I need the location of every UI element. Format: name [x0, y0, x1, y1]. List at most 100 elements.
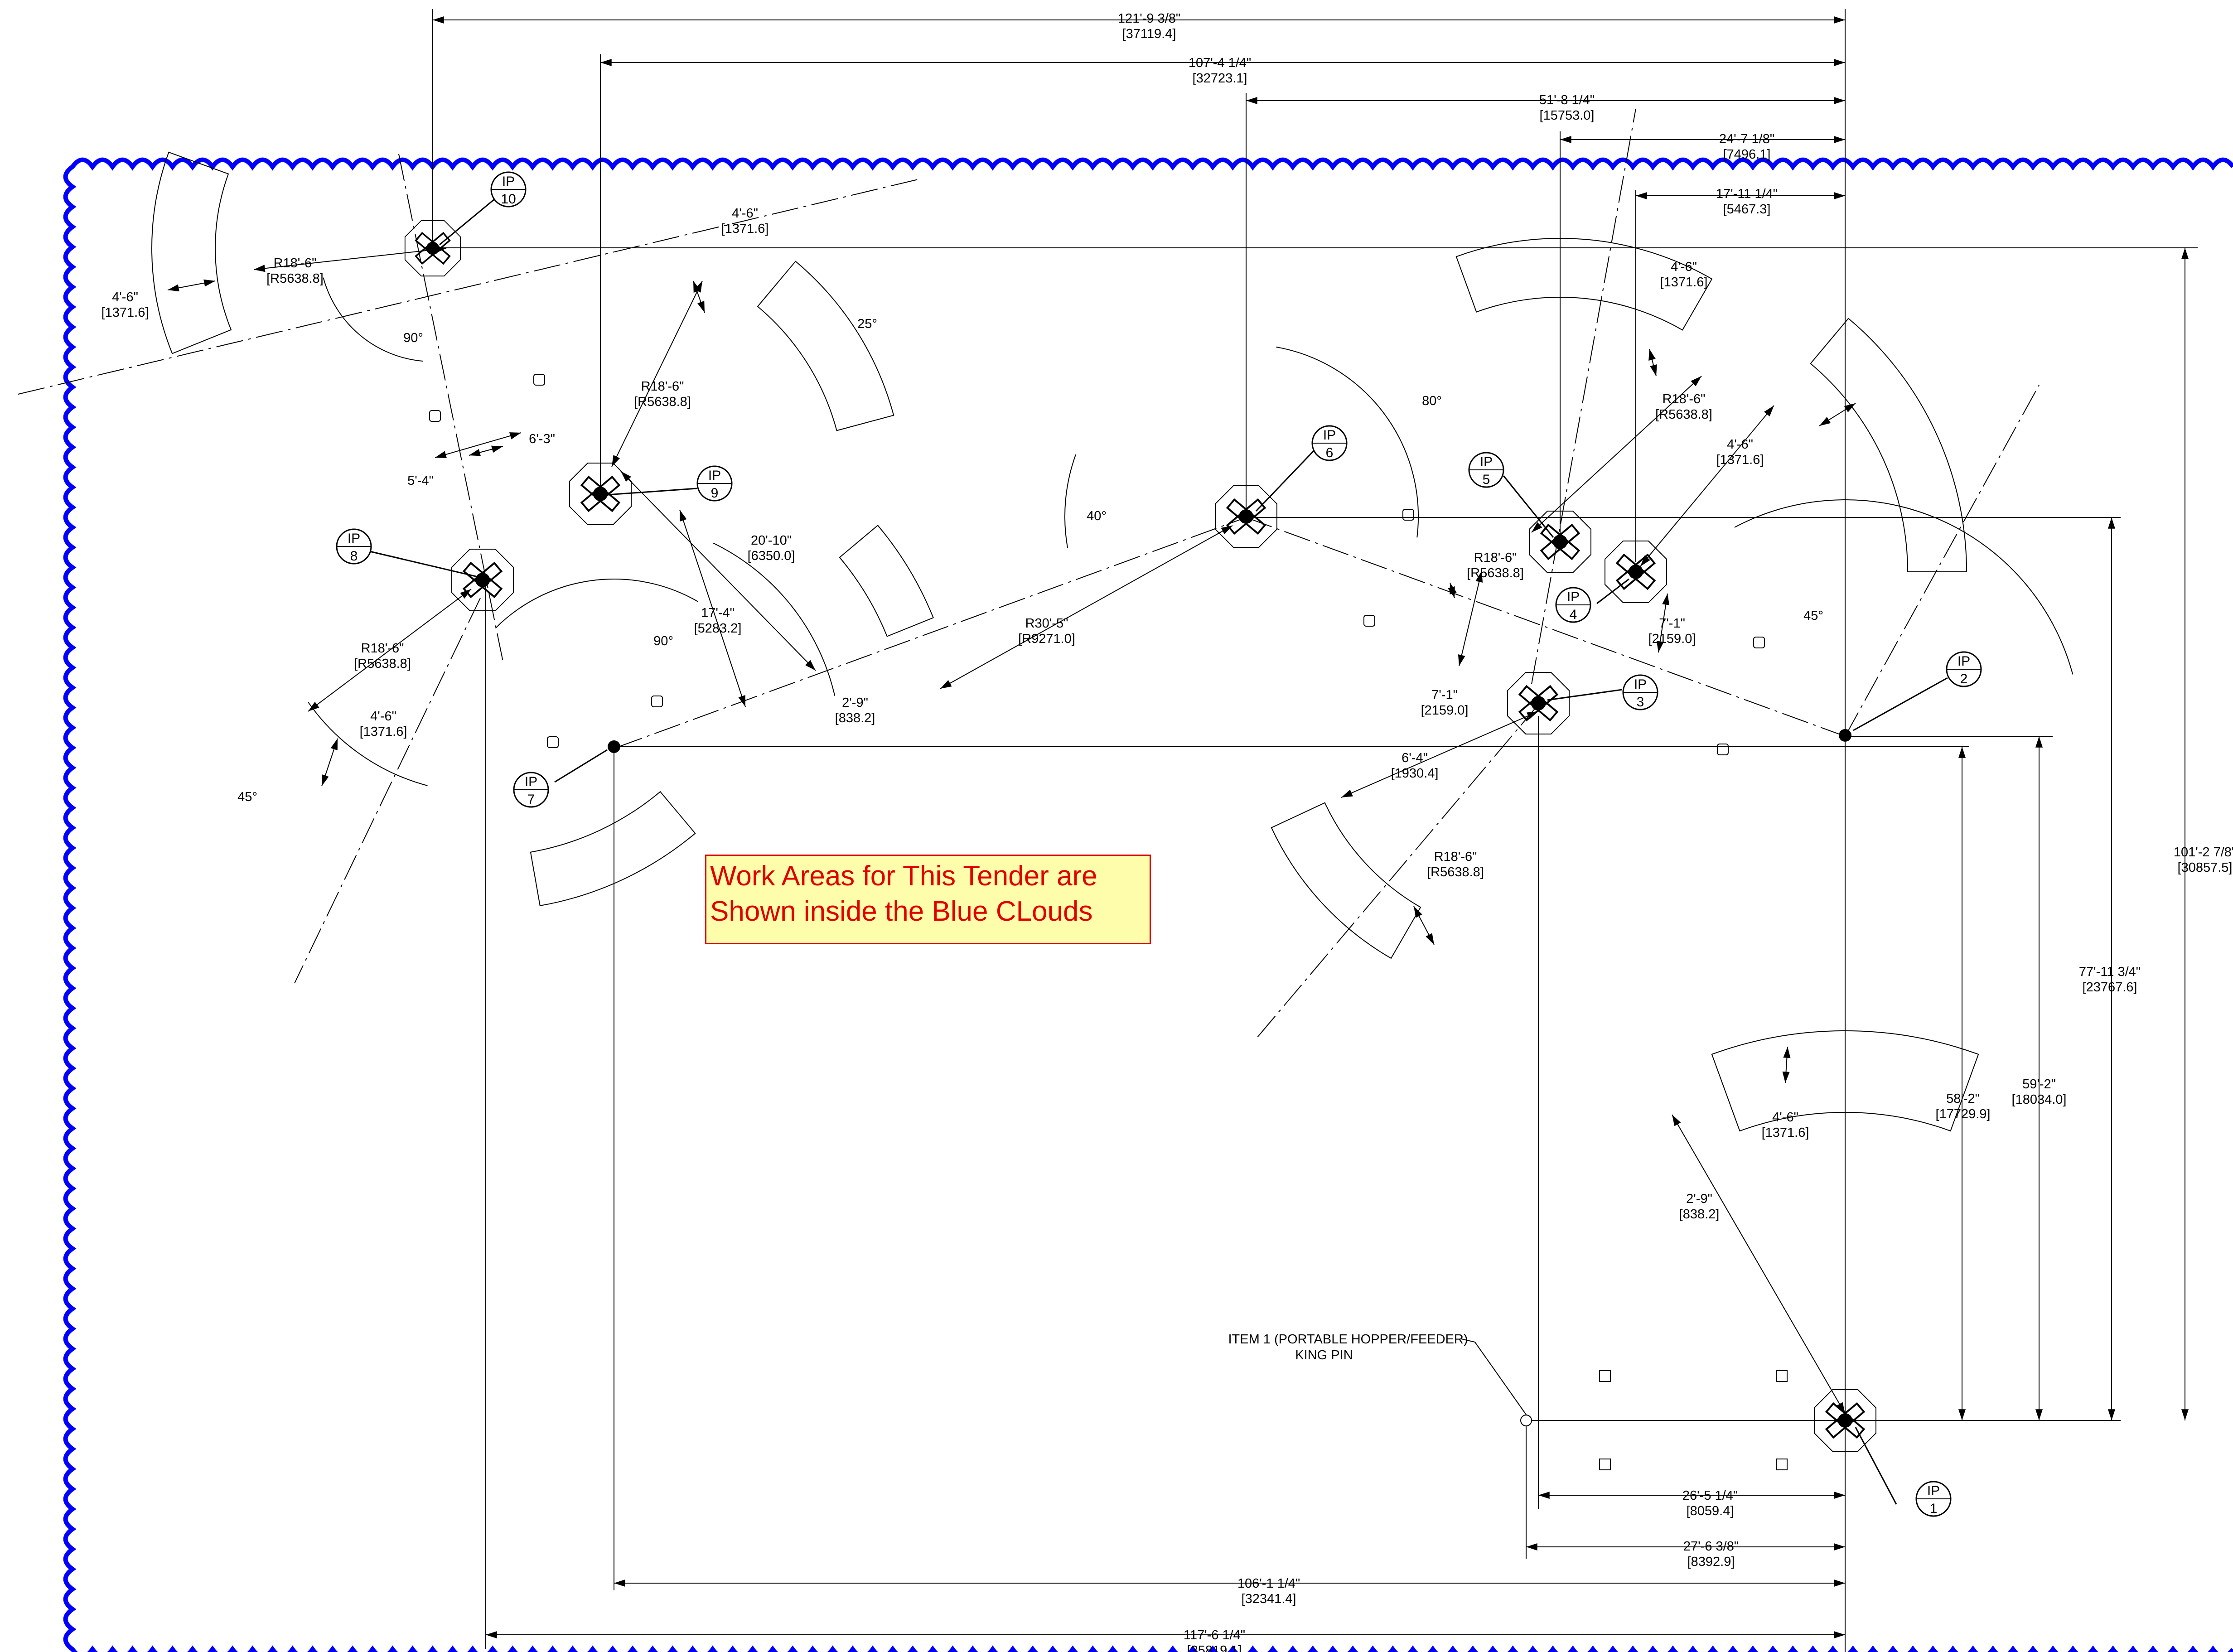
- arrow-head: [322, 774, 329, 786]
- work-area-sector: [757, 261, 894, 431]
- dimension-metric: [R5638.8]: [1467, 566, 1524, 580]
- arrow-head: [254, 265, 266, 272]
- arrow-head: [1640, 555, 1650, 566]
- dimension-metric: [8392.9]: [1687, 1555, 1735, 1569]
- ip-number: 7: [527, 792, 535, 807]
- dimension-metric: [7496.1]: [1723, 147, 1771, 162]
- ip-number: 1: [1930, 1501, 1938, 1516]
- dimension-line: [1672, 1114, 1846, 1414]
- angle-arc: [1734, 499, 2074, 675]
- angle-label: 80°: [1422, 394, 1442, 408]
- dimension-imperial: 24'-7 1/8": [1719, 132, 1774, 146]
- arrow-head: [460, 589, 471, 599]
- arrow-head: [1648, 349, 1656, 361]
- dimension-geometry: [151, 16, 2189, 1639]
- angle-arc: [323, 277, 423, 362]
- arrow-head: [509, 432, 521, 440]
- arrow-head: [308, 701, 319, 711]
- arrow-head: [2035, 1409, 2043, 1420]
- arrow-head: [680, 510, 687, 522]
- arrow-head: [2181, 1409, 2189, 1420]
- note-line1: Work Areas for This Tender are: [710, 860, 1097, 892]
- ip-bubble-7: IP7: [513, 772, 549, 808]
- dimension-metric: [R5638.8]: [1427, 865, 1484, 879]
- arrow-head: [491, 445, 503, 453]
- arrow-head: [168, 284, 179, 292]
- dimension-metric: [37119.4]: [1122, 27, 1176, 41]
- dimension-imperial: 4'-6": [1671, 260, 1697, 274]
- dimension-metric: [30857.5]: [2178, 860, 2233, 875]
- dimension-imperial: R18'-6": [641, 379, 684, 394]
- work-area-sector: [1711, 1030, 1979, 1132]
- dimension-imperial: R18'-6": [361, 641, 404, 656]
- ip-bubble-1: IP1: [1915, 1481, 1952, 1517]
- arrow-head: [1783, 1047, 1791, 1058]
- dimension-metric: [R5638.8]: [1655, 407, 1712, 422]
- arrow-head: [1834, 1579, 1845, 1587]
- dimension-imperial: 20'-10": [751, 533, 792, 548]
- work-area-sector: [151, 151, 232, 354]
- dimension-metric: [15753.0]: [1540, 108, 1595, 123]
- arrow-head: [1672, 1115, 1681, 1126]
- arrow-head: [1221, 526, 1232, 535]
- dimension-imperial: 59'-2": [2022, 1077, 2056, 1092]
- dimension-line: [940, 525, 1233, 689]
- dimension-metric: [838.2]: [1679, 1207, 1720, 1222]
- arrow-head: [1426, 933, 1434, 945]
- dimension-imperial: 2'-9": [1686, 1192, 1712, 1206]
- dimension-imperial: 4'-6": [1727, 437, 1753, 452]
- angle-arc: [495, 579, 698, 629]
- centerlines: [18, 108, 2040, 1423]
- angle-label: 25°: [857, 317, 877, 331]
- item1-base-squares: [1599, 1370, 1788, 1470]
- b-markers: [429, 374, 1765, 755]
- dimension-imperial: 7'-1": [1659, 616, 1685, 631]
- dimension-metric: [1371.6]: [360, 725, 407, 739]
- dimension-line: [1341, 711, 1539, 798]
- work-area-sector: [530, 791, 696, 907]
- pivot-points: [608, 729, 1851, 753]
- dimension-imperial: R30'-5": [1025, 616, 1068, 631]
- angle-label: 90°: [653, 634, 673, 648]
- item1-leader: [1461, 1338, 1532, 1426]
- dimension-imperial: 6'-4": [1402, 751, 1428, 765]
- dimension-imperial: 101'-2 7/8": [2174, 845, 2233, 860]
- arrow-head: [1448, 586, 1455, 598]
- arrow-head: [738, 695, 745, 707]
- arrow-head: [1656, 641, 1664, 652]
- ip-bubble-3: IP3: [1622, 674, 1658, 710]
- dimension-metric: [R9271.0]: [1018, 632, 1075, 646]
- item1-label-line1: ITEM 1 (PORTABLE HOPPER/FEEDER): [1228, 1332, 1468, 1347]
- dimension-line: [611, 280, 703, 467]
- arrow-head: [203, 279, 215, 287]
- dimension-texts: 121'-9 3/8"[37119.4]107'-4 1/4"[32723.1]…: [102, 11, 2233, 1652]
- ip-prefix: IP: [348, 531, 360, 546]
- dimension-imperial: 117'-6 1/4": [1184, 1628, 1245, 1642]
- ip-leaders: [367, 196, 1948, 1505]
- dimension-metric: [6350.0]: [748, 549, 795, 563]
- work-area-note: Work Areas for This Tender are Shown ins…: [705, 855, 1151, 944]
- dimension-metric: [1371.6]: [102, 305, 149, 320]
- arrow-head: [2107, 1409, 2116, 1420]
- arrow-head: [1526, 1543, 1537, 1551]
- arrow-head: [2035, 736, 2043, 748]
- arrow-head: [600, 58, 612, 67]
- dimension-imperial: 4'-6": [1772, 1110, 1798, 1125]
- angle-label: 40°: [1087, 509, 1107, 523]
- arrow-head: [1691, 376, 1701, 386]
- ip-bubble-9: IP9: [696, 465, 733, 502]
- angle-arc: [308, 702, 428, 786]
- angle-label: 45°: [1803, 609, 1823, 623]
- dimension-imperial: 4'-6": [732, 206, 758, 221]
- arrow-head: [614, 1579, 625, 1587]
- arrow-head: [697, 301, 705, 313]
- dimension-metric: [838.2]: [835, 711, 875, 725]
- arrow-head: [1246, 97, 1257, 105]
- dimension-line: [1459, 570, 1482, 667]
- ip-number: 9: [711, 486, 719, 501]
- arrow-head: [693, 281, 701, 293]
- arrow-head: [1538, 1491, 1550, 1499]
- dimension-imperial: R18'-6": [274, 256, 317, 271]
- ip-number: 8: [350, 549, 358, 564]
